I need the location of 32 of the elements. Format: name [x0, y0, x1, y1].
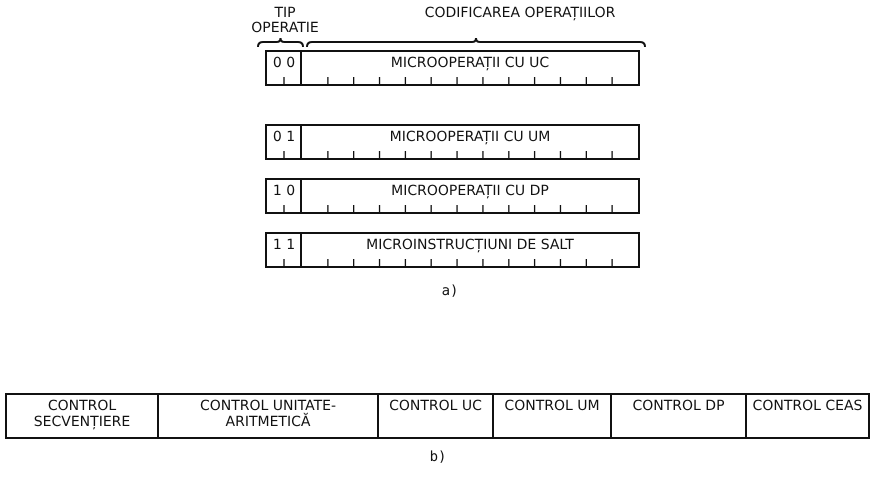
register-field: [745, 393, 870, 439]
register-field: [265, 178, 303, 214]
field-text: CONTROL SECVENȚIERE: [32, 397, 132, 430]
field-text: 1 1: [272, 236, 296, 253]
register-field: [265, 232, 303, 268]
field-text: 0 0: [272, 54, 296, 71]
register-field: [377, 393, 494, 439]
field-text: CONTROL UM: [503, 397, 601, 414]
field-label: TIP OPERATIE: [250, 6, 320, 36]
register-field: [5, 393, 159, 439]
field-text: MICROOPERAȚII CU UM: [390, 128, 550, 145]
register-field: [610, 393, 747, 439]
field-text: CONTROL DP: [631, 397, 726, 414]
register-field: [157, 393, 379, 439]
register-field: [300, 178, 640, 214]
register-field: [265, 50, 303, 86]
field-text: 0 1: [272, 128, 296, 145]
register-field: [265, 124, 303, 160]
figure-label: a): [440, 284, 460, 299]
register-field: [300, 50, 640, 86]
field-label: CODIFICAREA OPERAȚIILOR: [424, 6, 616, 21]
field-text: CONTROL CEAS: [752, 397, 864, 414]
register-field: [300, 124, 640, 160]
field-text: CONTROL UC: [388, 397, 483, 414]
field-text: 1 0: [272, 182, 296, 199]
register-field: [492, 393, 612, 439]
register-field: [300, 232, 640, 268]
figure-label: b): [428, 450, 448, 465]
field-text: CONTROL UNITATE-ARITMETICĂ: [198, 397, 338, 430]
field-text: MICROOPERAȚII CU UC: [390, 54, 550, 71]
field-text: MICROOPERAȚII CU DP: [391, 182, 549, 199]
field-text: MICROINSTRUCȚIUNI DE SALT: [366, 236, 574, 253]
